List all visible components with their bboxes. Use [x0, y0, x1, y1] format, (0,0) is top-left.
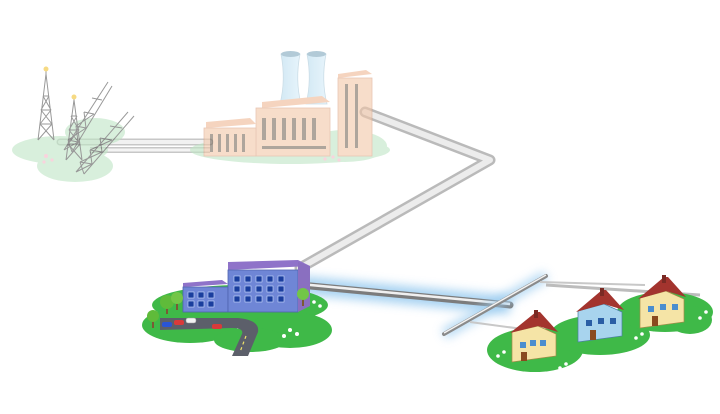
gas-wells [12, 66, 135, 182]
house-icon [510, 310, 558, 363]
car-icon [185, 317, 197, 324]
house-icon [576, 288, 624, 343]
derrick-icon [63, 81, 113, 153]
tree-icon [171, 292, 183, 310]
derrick-icon [75, 111, 135, 175]
flame-icon [71, 94, 77, 100]
cooling-tower-icon [279, 51, 302, 105]
road [160, 318, 259, 356]
cooling-tower-icon [305, 51, 328, 105]
car-icon [212, 324, 222, 329]
derrick-icon [37, 68, 55, 141]
tree-icon [160, 295, 174, 314]
homes [487, 275, 713, 372]
pipe-plant-to-office [294, 106, 496, 274]
flame-icon [43, 66, 49, 72]
power-plant [190, 51, 390, 164]
tree-icon [297, 288, 309, 306]
house-icon [638, 275, 686, 329]
tree-icon [147, 310, 159, 328]
car-icon [162, 322, 172, 327]
car-icon [174, 320, 184, 325]
office-building [142, 260, 332, 356]
